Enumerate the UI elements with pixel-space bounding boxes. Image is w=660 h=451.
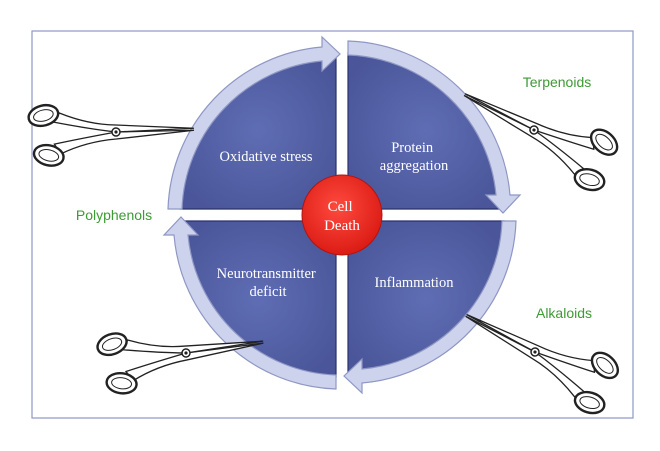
label-oxidative-stress: Oxidative stress: [219, 149, 312, 165]
center-circle: [301, 174, 383, 256]
label-cell-death: Cell Death: [324, 199, 360, 234]
label-alkaloids: Alkaloids: [536, 305, 592, 321]
label-inflammation: Inflammation: [375, 275, 455, 291]
arrow-top-right: [347, 40, 522, 214]
diagram-frame: [31, 30, 634, 419]
scissors-icon: [24, 96, 197, 171]
arrow-bottom-left: [162, 216, 337, 390]
label-polyphenols: Polyphenols: [76, 207, 152, 223]
label-neurotransmitter-deficit: Neurotransmitter deficit: [217, 266, 320, 300]
label-protein-aggregation: Protein aggregation: [380, 140, 449, 174]
arrow-bottom-right: [343, 220, 517, 395]
label-terpenoids: Terpenoids: [523, 74, 592, 90]
